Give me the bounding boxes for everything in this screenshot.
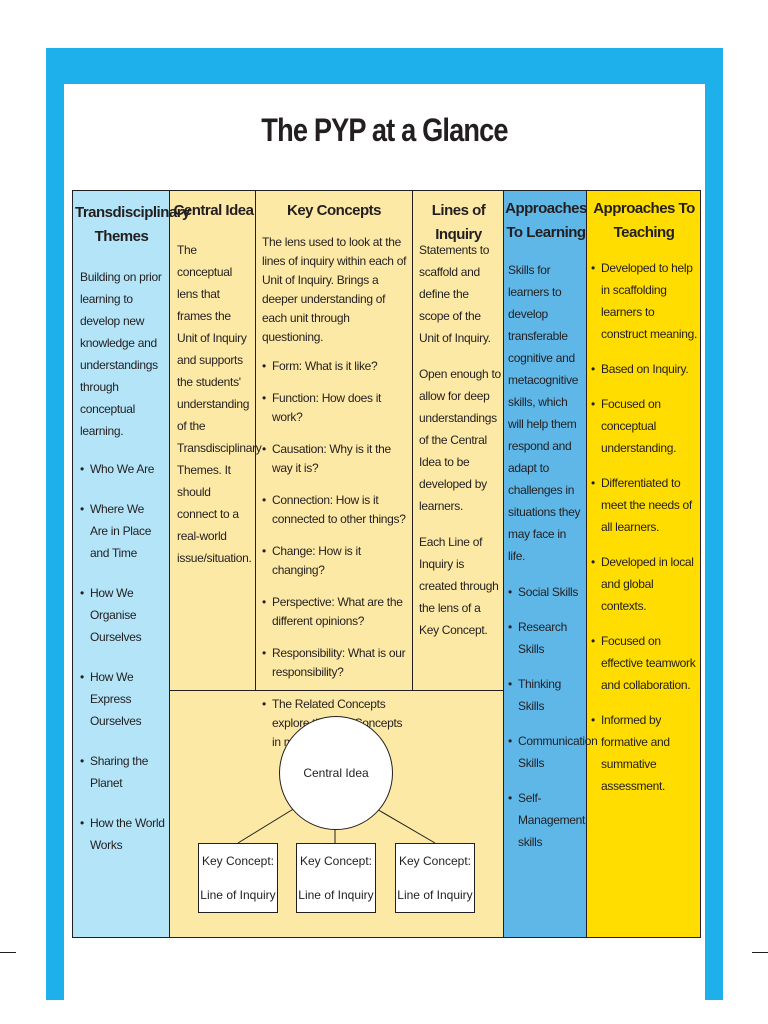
approaches-teaching-list: Developed to help in scaffolding learner…	[591, 257, 699, 797]
approaches-teaching-header: Approaches To Teaching	[593, 200, 695, 241]
list-item: Research Skills	[508, 616, 584, 660]
key-concept-label: Key Concept:	[201, 854, 275, 868]
key-concept-box: Key Concept: Line of Inquiry	[395, 843, 475, 913]
list-item: Who We Are	[80, 458, 166, 480]
diagram-connectors	[237, 807, 436, 844]
divider-key-concepts	[412, 191, 413, 690]
central-idea-body: The conceptual lens that frames the Unit…	[177, 243, 262, 565]
loi-paragraph-2: Open enough to allow for deep understand…	[419, 367, 501, 513]
list-item: Focused on conceptual understanding.	[591, 393, 699, 459]
list-item: Informed by formative and summative asse…	[591, 709, 699, 797]
list-item: Sharing the Planet	[80, 750, 166, 794]
list-item: Based on Inquiry.	[591, 358, 699, 380]
loi-paragraph-3: Each Line of Inquiry is created through …	[419, 535, 499, 637]
list-item: How We Organise Ourselves	[80, 582, 166, 648]
list-item: Where We Are in Place and Time	[80, 498, 166, 564]
list-item: Social Skills	[508, 581, 584, 603]
themes-body: Building on prior learning to develop ne…	[80, 266, 166, 856]
key-concept-box: Key Concept: Line of Inquiry	[296, 843, 376, 913]
key-concept-label: Key Concept:	[398, 854, 472, 868]
central-idea-circle: Central Idea	[279, 716, 393, 830]
list-item: Form: What is it like?	[262, 357, 408, 376]
list-item: Self-Management skills	[508, 787, 585, 853]
list-item: Change: How is it changing?	[262, 542, 408, 580]
connector-line	[237, 807, 296, 844]
approaches-teaching-body: Developed to help in scaffolding learner…	[591, 257, 699, 797]
page-edge-mark-left	[0, 952, 16, 953]
connector-line	[374, 807, 436, 844]
list-item: Thinking Skills	[508, 673, 584, 717]
list-item: Causation: Why is it the way it is?	[262, 440, 408, 478]
list-item: How We Express Ourselves	[80, 666, 166, 732]
themes-list: Who We Are Where We Are in Place and Tim…	[80, 458, 166, 856]
approaches-learning-header: Approaches To Learning	[505, 200, 587, 241]
list-item: Developed to help in scaffolding learner…	[591, 257, 699, 345]
list-item: Communication Skills	[508, 730, 598, 774]
list-item: Developed in local and global contexts.	[591, 551, 699, 617]
line-of-inquiry-label: Line of Inquiry	[298, 888, 374, 902]
list-item: Function: How does it work?	[262, 389, 408, 427]
key-concepts-header: Key Concepts	[286, 202, 382, 219]
list-item: Responsibility: What is our responsibili…	[262, 644, 408, 682]
loi-paragraph-1: Statements to scaffold and define the sc…	[419, 243, 491, 345]
themes-intro: Building on prior learning to develop ne…	[80, 270, 162, 438]
page-title: The PYP at a Glance	[261, 112, 508, 148]
line-of-inquiry-label: Line of Inquiry	[200, 888, 276, 902]
lines-of-inquiry-body: Statements to scaffold and define the sc…	[419, 239, 501, 641]
divider-central-idea	[255, 191, 256, 690]
divider-diagram	[170, 690, 503, 691]
list-item: Connection: How is it connected to other…	[262, 491, 408, 529]
list-item: Perspective: What are the different opin…	[262, 593, 408, 631]
list-item: Differentiated to meet the needs of all …	[591, 472, 699, 538]
list-item: How the World Works	[80, 812, 166, 856]
page-edge-mark-right	[752, 952, 768, 953]
lines-of-inquiry-header: Lines of Inquiry	[431, 202, 486, 243]
approaches-learning-intro: Skills for learners to develop transfera…	[508, 263, 581, 563]
line-of-inquiry-label: Line of Inquiry	[397, 888, 473, 902]
key-concept-label: Key Concept:	[299, 854, 373, 868]
key-concepts-intro: The lens used to look at the lines of in…	[262, 235, 407, 344]
list-item: Focused on effective teamwork and collab…	[591, 630, 699, 696]
themes-header: Transdisciplinary Themes	[75, 204, 190, 245]
central-idea-header: Central Idea	[173, 202, 254, 219]
pyp-table: Transdisciplinary Themes Central Idea Ke…	[72, 190, 701, 938]
approaches-learning-body: Skills for learners to develop transfera…	[508, 259, 598, 853]
approaches-learning-list: Social Skills Research Skills Thinking S…	[508, 581, 598, 853]
key-concept-box: Key Concept: Line of Inquiry	[198, 843, 278, 913]
